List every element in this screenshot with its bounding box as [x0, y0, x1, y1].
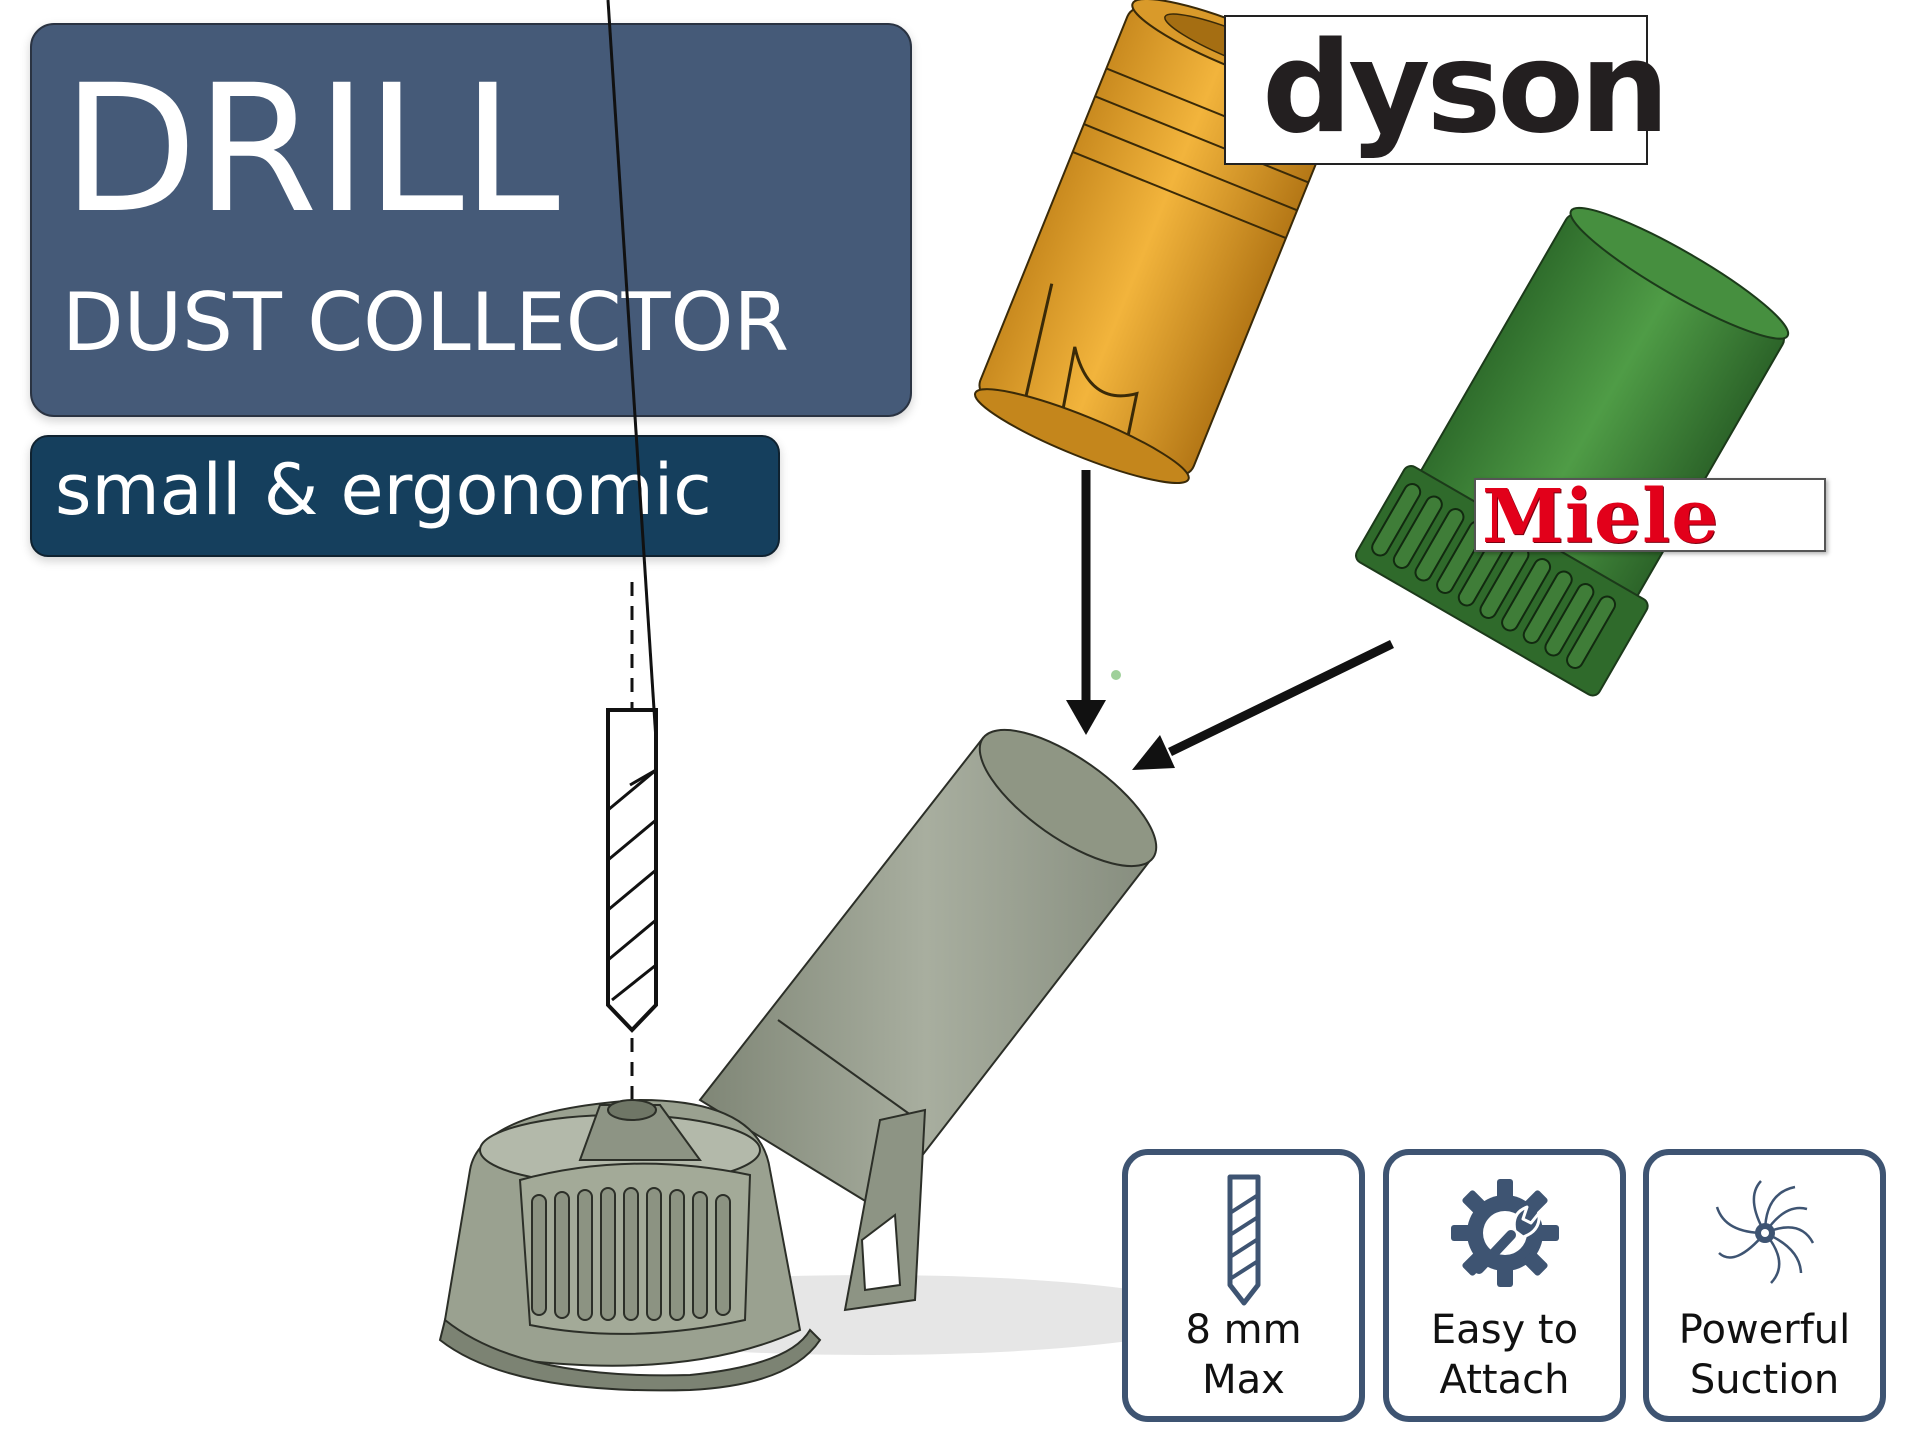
feature-label: Easy to Attach [1389, 1305, 1620, 1405]
arrows [1066, 470, 1394, 770]
feature-label: Powerful Suction [1649, 1305, 1880, 1405]
miele-logo-frame [1474, 478, 1826, 552]
feature-label-line2: Max [1202, 1357, 1285, 1403]
feature-card-max-bit: 8 mm Max [1122, 1149, 1365, 1422]
miele-logo: Miele [1482, 474, 1720, 560]
dust-collector [438, 728, 1210, 1392]
gear-wrench-icon [1445, 1173, 1565, 1297]
feature-label-line1: 8 mm [1185, 1307, 1302, 1353]
feature-label-line2: Attach [1439, 1357, 1570, 1403]
dyson-logo-frame [1224, 15, 1648, 165]
drill-bit-icon [1214, 1173, 1274, 1313]
title-panel [30, 23, 912, 417]
feature-label-line1: Powerful [1678, 1307, 1851, 1353]
fan-icon [1705, 1173, 1825, 1297]
drill-bit-drawing [606, 0, 658, 1033]
tagline-panel [30, 435, 780, 557]
tagline: small & ergonomic [55, 449, 712, 531]
title-main: DRILL [62, 47, 560, 252]
feature-label-line1: Easy to [1430, 1307, 1579, 1353]
feature-card-powerful-suction: Powerful Suction [1643, 1149, 1886, 1422]
feature-label: 8 mm Max [1128, 1305, 1359, 1405]
feature-label-line2: Suction [1689, 1357, 1840, 1403]
miele-adapter [1355, 206, 1790, 697]
title-subtitle: DUST COLLECTOR [62, 276, 790, 369]
dyson-logo: dyson [1262, 14, 1670, 161]
feature-card-easy-attach: Easy to Attach [1383, 1149, 1626, 1422]
